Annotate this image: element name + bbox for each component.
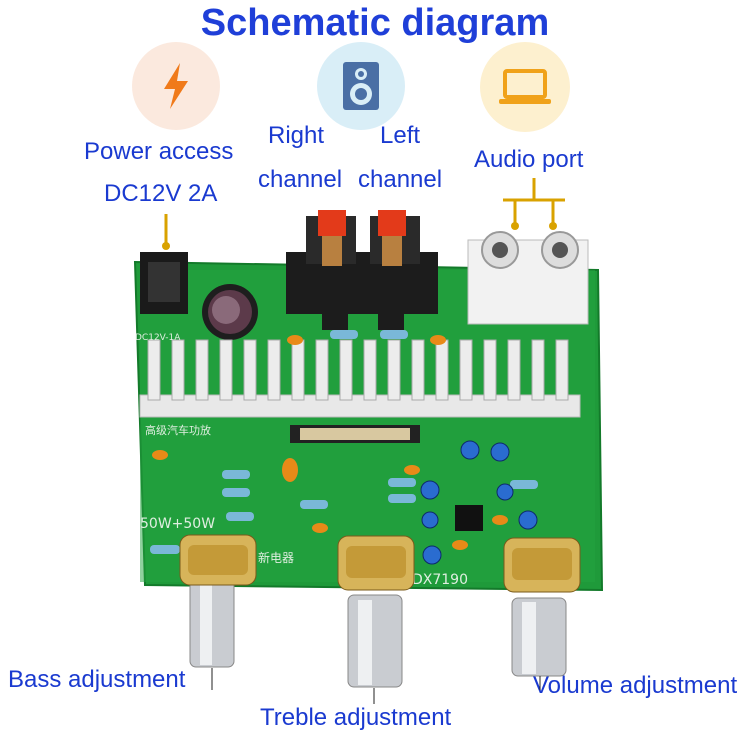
volume-adjustment-label: Volume adjustment xyxy=(533,672,738,699)
silk-dc-label: DC12V-1A xyxy=(135,333,181,343)
treble-adjustment-label: Treble adjustment xyxy=(260,704,452,731)
laptop-icon-circle xyxy=(480,42,570,132)
electrolytic-caps-small xyxy=(420,440,538,565)
right-channel-label-1: Right xyxy=(268,122,325,149)
heat-sink xyxy=(139,339,581,418)
right-channel-label-2: channel xyxy=(258,166,343,193)
op-amp-chip xyxy=(455,505,483,531)
bass-adjustment-label: Bass adjustment xyxy=(8,666,186,693)
silk-maker: 新电器 xyxy=(258,550,294,565)
speaker-icon xyxy=(343,62,379,110)
lightning-bolt-icon xyxy=(164,63,188,109)
power-access-label: Power access xyxy=(84,138,234,165)
power-icon-circle xyxy=(132,42,220,130)
silk-title: 高级汽车功放 xyxy=(145,423,211,437)
audio-port-label: Audio port xyxy=(474,146,584,173)
power-dc-label: DC12V 2A xyxy=(104,180,218,207)
silk-model: DX7190 xyxy=(412,572,468,588)
left-channel-label-1: Left xyxy=(380,122,421,149)
volume-knob xyxy=(503,537,581,690)
resistors xyxy=(150,330,538,554)
laptop-icon xyxy=(499,69,551,104)
speaker-icon-circle xyxy=(317,42,405,130)
treble-knob xyxy=(337,535,415,704)
bass-knob xyxy=(179,534,257,690)
left-terminal-clip xyxy=(378,210,406,236)
right-terminal-clip xyxy=(318,210,346,236)
left-channel-label-2: channel xyxy=(358,166,443,193)
silk-power-rating: 50W+50W xyxy=(140,516,215,532)
page-title: Schematic diagram xyxy=(200,2,550,44)
